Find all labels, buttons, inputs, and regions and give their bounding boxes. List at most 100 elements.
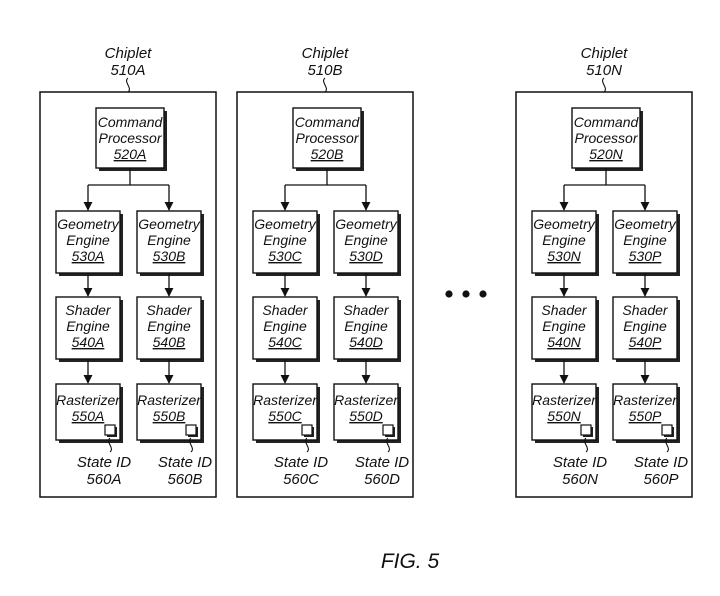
geometry-engine-ref: 530B	[153, 248, 186, 264]
state-id-ref: 560D	[364, 471, 400, 488]
rasterizer-ref: 550B	[153, 408, 186, 424]
box-outline	[55, 210, 121, 274]
shader-engine-label: Shader	[65, 302, 111, 318]
geometry-engine-label: Geometry	[614, 216, 676, 232]
shader-engine-label: Engine	[66, 318, 110, 334]
command-processor-ref: 520B	[311, 146, 344, 162]
box-outline	[531, 296, 597, 360]
state-id-label: State ID	[158, 454, 212, 471]
geometry-engine-ref: 530P	[629, 248, 662, 264]
chiplet-leader-line	[126, 77, 130, 93]
ellipsis	[445, 290, 487, 298]
state-id-leader-line	[584, 437, 588, 453]
state-id-leader-line	[108, 437, 112, 453]
box-outline	[136, 296, 202, 360]
state-id-register	[661, 424, 673, 436]
chiplet-container	[515, 91, 693, 498]
command-processor-ref: 520N	[589, 146, 623, 162]
chiplet-label: Chiplet	[302, 45, 350, 62]
box-outline	[252, 210, 318, 274]
rasterizer-ref: 550C	[268, 408, 302, 424]
state-id-register	[301, 424, 313, 436]
shader-engine-label: Shader	[622, 302, 668, 318]
state-id-register	[382, 424, 394, 436]
pipeline: GeometryEngine530AShaderEngine540ARaster…	[55, 185, 131, 488]
ellipsis-dot	[445, 290, 453, 298]
shader-engine-ref: 540A	[72, 334, 105, 350]
shader-engine-ref: 540P	[629, 334, 662, 350]
command-processor-label: Command	[295, 114, 361, 130]
state-id-register	[580, 424, 592, 436]
pipeline: GeometryEngine530DShaderEngine540DRaster…	[333, 185, 409, 488]
shader-engine-label: Engine	[344, 318, 388, 334]
ellipsis-dot	[462, 290, 470, 298]
geometry-engine-ref: 530N	[547, 248, 581, 264]
rasterizer-ref: 550A	[72, 408, 105, 424]
ellipsis-dot	[479, 290, 487, 298]
state-id-ref: 560P	[643, 471, 678, 488]
state-id-label: State ID	[274, 454, 328, 471]
pipeline: GeometryEngine530NShaderEngine540NRaster…	[531, 185, 607, 488]
command-processor-label: Processor	[98, 130, 162, 146]
chiplet-ref: 510N	[586, 62, 622, 79]
chiplet-label: Chiplet	[105, 45, 153, 62]
shader-engine-label: Shader	[343, 302, 389, 318]
chiplet-510b: Chiplet510BCommandProcessor520BGeometryE…	[236, 45, 414, 498]
shader-engine-label: Engine	[542, 318, 586, 334]
box-outline	[55, 383, 121, 441]
geometry-engine-label: Geometry	[335, 216, 397, 232]
geometry-engine-ref: 530A	[72, 248, 105, 264]
box-outline	[612, 383, 678, 441]
state-id-register	[185, 424, 197, 436]
geometry-engine-label: Geometry	[57, 216, 119, 232]
shader-engine-label: Engine	[623, 318, 667, 334]
box-outline	[333, 296, 399, 360]
command-processor-label: Processor	[574, 130, 638, 146]
figure-caption: FIG. 5	[381, 550, 440, 573]
box-outline	[95, 107, 165, 169]
rasterizer-label: Rasterizer	[613, 392, 678, 408]
shader-engine-ref: 540N	[547, 334, 581, 350]
shader-engine-label: Engine	[263, 318, 307, 334]
geometry-engine-label: Engine	[147, 232, 191, 248]
shader-engine-label: Shader	[541, 302, 587, 318]
chiplet-ref: 510A	[110, 62, 145, 79]
state-id-ref: 560N	[562, 471, 598, 488]
chiplet-510n: Chiplet510NCommandProcessor520NGeometryE…	[515, 45, 693, 498]
command-processor-label: Command	[574, 114, 640, 130]
chiplet-ref: 510B	[307, 62, 342, 79]
chiplet-leader-line	[323, 77, 327, 93]
box-outline	[292, 107, 362, 169]
rasterizer-ref: 550N	[547, 408, 581, 424]
state-id-ref: 560A	[86, 471, 121, 488]
geometry-engine-label: Engine	[66, 232, 110, 248]
shader-engine-label: Engine	[147, 318, 191, 334]
state-id-leader-line	[665, 437, 669, 453]
box-outline	[55, 296, 121, 360]
chiplet-container	[236, 91, 414, 498]
geometry-engine-label: Engine	[263, 232, 307, 248]
rasterizer-label: Rasterizer	[253, 392, 318, 408]
geometry-engine-label: Geometry	[138, 216, 200, 232]
rasterizer-ref: 550P	[629, 408, 662, 424]
state-id-leader-line	[386, 437, 390, 453]
geometry-engine-label: Engine	[344, 232, 388, 248]
shader-engine-label: Shader	[262, 302, 308, 318]
box-outline	[612, 210, 678, 274]
chiplet-leader-line	[602, 77, 606, 93]
state-id-register	[104, 424, 116, 436]
geometry-engine-label: Geometry	[254, 216, 316, 232]
